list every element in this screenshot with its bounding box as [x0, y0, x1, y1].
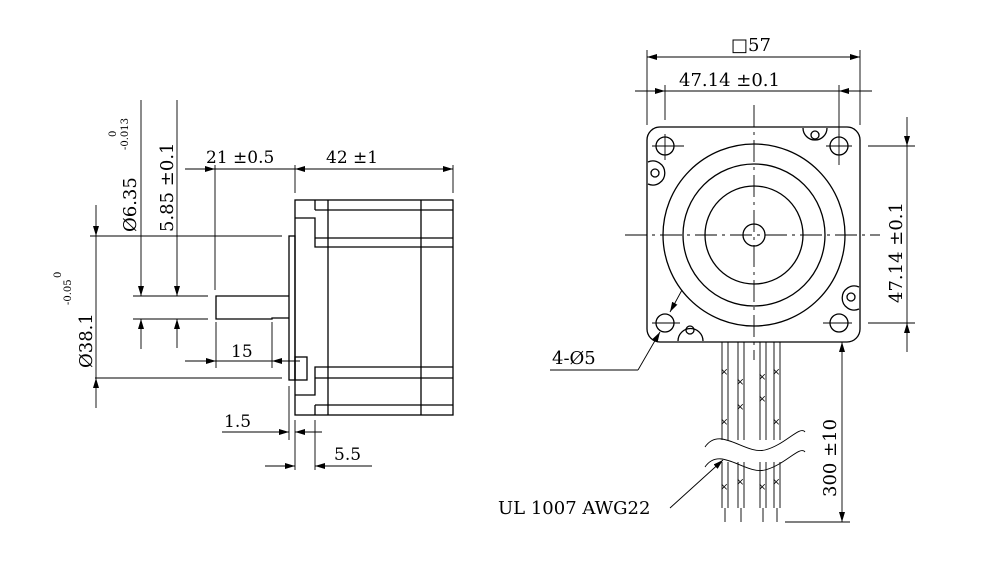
dim-lead-length: 300 ±10	[820, 419, 841, 497]
dim-pilot-tol-upper: 0	[53, 272, 64, 278]
dim-shaft-dia: Ø6.35	[120, 177, 141, 232]
flange-square	[646, 126, 861, 343]
svg-text:×: ×	[736, 477, 744, 488]
motor-body	[294, 199, 454, 416]
svg-text:×: ×	[772, 367, 780, 378]
svg-text:×: ×	[720, 417, 728, 428]
dim-holes: 4-Ø5	[552, 348, 596, 369]
dim-pilot-dia: Ø38.1	[76, 313, 97, 368]
mounting-holes	[652, 134, 852, 333]
dim-hole-spacing-h: 47.14 ±0.1	[679, 70, 780, 91]
shaft	[215, 295, 289, 320]
dim-pilot-height: 1.5	[224, 412, 251, 432]
side-view: 21 ±0.5 42 ±1 Ø38.1 -0.05 0 Ø6.35 -0.013…	[53, 100, 454, 470]
svg-text:×: ×	[720, 367, 728, 378]
screw-bosses	[647, 127, 860, 342]
dim-flange: 5.5	[334, 445, 361, 465]
dim-square: □57	[731, 35, 771, 56]
dim-hole-spacing-v: 47.14 ±0.1	[886, 202, 907, 303]
svg-text:×: ×	[758, 372, 766, 383]
svg-text:×: ×	[772, 477, 780, 488]
lead-wires: × × × × × × × × × × × ×	[704, 342, 806, 522]
lead-spec: UL 1007 AWG22	[498, 498, 650, 519]
dim-pilot-tol-lower: -0.05	[63, 279, 74, 305]
boss	[294, 356, 308, 381]
svg-text:×: ×	[758, 394, 766, 405]
dim-shaft-tol-lower: -0.013	[120, 118, 131, 150]
pilot-flange	[288, 235, 296, 381]
svg-text:×: ×	[736, 377, 744, 388]
dim-shaft-length: 21 ±0.5	[206, 148, 274, 168]
svg-text:×: ×	[772, 417, 780, 428]
svg-text:×: ×	[736, 402, 744, 413]
dim-flat: 5.85 ±0.1	[157, 142, 178, 232]
svg-text:×: ×	[758, 482, 766, 493]
dim-shaft-tol-upper: 0	[108, 131, 119, 137]
svg-text:×: ×	[720, 482, 728, 493]
front-view: × × × × × × × × × × × × □57 47.14 ±0.1 47.14 …	[498, 35, 915, 523]
dim-flat-length: 15	[231, 342, 253, 362]
dim-body-length: 42 ±1	[326, 148, 378, 168]
